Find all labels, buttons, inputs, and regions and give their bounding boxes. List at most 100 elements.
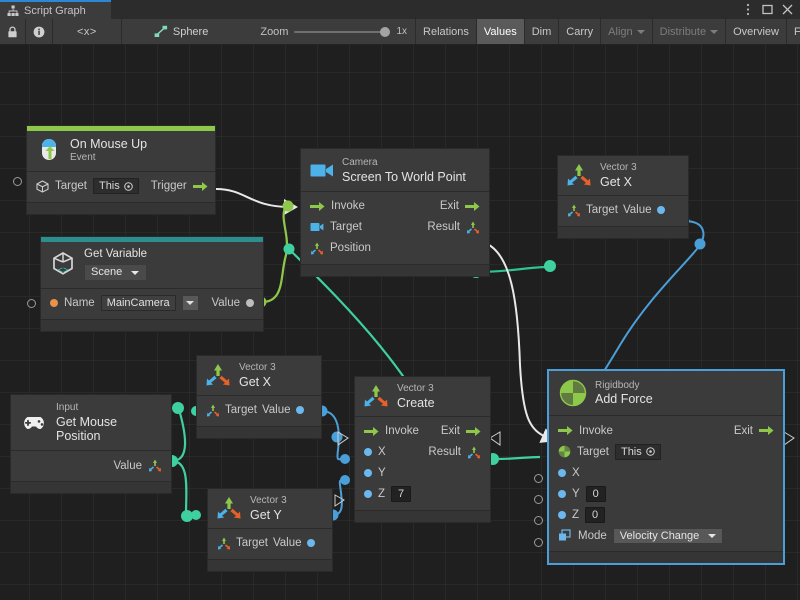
node-camera-screen-to-world-point[interactable]: Camera Screen To World Point Invoke Exit [300, 148, 490, 277]
x-label: X [378, 446, 386, 459]
tab-script-graph[interactable]: Script Graph [0, 0, 111, 19]
z-input-port[interactable] [364, 490, 372, 499]
value-output-port[interactable] [295, 406, 304, 415]
mode-dropdown[interactable]: Velocity Change [612, 527, 724, 544]
node-get-variable[interactable]: <> Get Variable Scene Name MainCamera [27, 236, 264, 332]
graph-object-chip[interactable]: Sphere [144, 25, 218, 38]
variable-name-field[interactable]: MainCamera [100, 295, 176, 312]
rigidbody-z-external-port[interactable] [534, 516, 543, 525]
port-row-x[interactable]: X Result [355, 442, 490, 463]
node-footer [549, 551, 783, 563]
port-row-x[interactable]: X [549, 462, 783, 483]
port-row-invoke[interactable]: Invoke Exit [549, 420, 783, 441]
node-header: Input Get Mouse Position [11, 395, 171, 452]
node-title-block: Vector 3 Create [397, 383, 435, 410]
value-output-port[interactable] [656, 206, 665, 215]
y-label: Y [572, 487, 580, 500]
tab-menu-icon[interactable] [740, 0, 756, 19]
x-input-port[interactable] [558, 468, 566, 477]
carry-button[interactable]: Carry [559, 19, 602, 44]
value-output-port[interactable] [246, 299, 254, 308]
node-body: Invoke Exit Target [549, 416, 783, 551]
dim-button[interactable]: Dim [525, 19, 560, 44]
node-vector3-get-x-mid[interactable]: Vector 3 Get X Target Value [196, 355, 322, 439]
maximize-icon[interactable] [759, 0, 775, 19]
x-input-port[interactable] [364, 448, 372, 457]
rigidbody-icon [559, 379, 587, 407]
node-header: Camera Screen To World Point [301, 149, 489, 192]
port-row-z[interactable]: Z 0 [549, 504, 783, 525]
port-row-y[interactable]: Y 0 [549, 483, 783, 504]
name-external-port[interactable] [27, 299, 36, 308]
port-row-invoke[interactable]: Invoke Exit [301, 196, 489, 217]
y-input-port[interactable] [558, 489, 566, 498]
target-input-port[interactable] [13, 177, 22, 186]
zoom-slider-knob[interactable] [380, 26, 391, 37]
align-button[interactable]: Align [601, 19, 653, 44]
port-row-z[interactable]: Z 7 [355, 484, 490, 505]
z-input-port[interactable] [558, 510, 566, 519]
control-flow-arrow-icon [759, 425, 774, 436]
port-row-invoke[interactable]: Invoke Exit [355, 421, 490, 442]
mouse-up-icon [36, 137, 62, 163]
port-row-target-value[interactable]: Target Value [197, 400, 321, 421]
overview-button[interactable]: Overview [726, 19, 787, 44]
control-flow-arrow-icon [310, 201, 325, 212]
port-row-value[interactable]: Value [11, 455, 171, 476]
close-icon[interactable] [779, 0, 795, 19]
graph-canvas[interactable]: On Mouse Up Event Target This [0, 45, 800, 600]
y-input-port[interactable] [364, 469, 372, 478]
value-label: Value [113, 459, 142, 472]
name-input-port[interactable] [50, 299, 58, 308]
zoom-control[interactable]: Zoom 1x [252, 26, 415, 38]
node-header: Vector 3 Create [355, 377, 490, 417]
value-output-port[interactable] [306, 539, 315, 548]
node-body: Target Value [208, 528, 332, 559]
node-vector3-get-y[interactable]: Vector 3 Get Y Target Value [207, 488, 333, 572]
node-title: Screen To World Point [342, 169, 466, 184]
vector3-icon [566, 163, 592, 187]
invoke-label: Invoke [579, 424, 613, 437]
distribute-label: Distribute [659, 25, 707, 38]
fullscreen-button[interactable]: Full Screen [793, 25, 800, 38]
rigidbody-mode-external-port[interactable] [534, 538, 543, 547]
z-value-field[interactable]: 0 [585, 506, 606, 523]
port-row-position[interactable]: Position [301, 238, 489, 259]
svg-text:<>: <> [58, 266, 69, 276]
node-subtitle: Input [56, 402, 79, 413]
code-view-button[interactable]: <x> [53, 19, 122, 44]
rigidbody-x-external-port[interactable] [534, 474, 543, 483]
port-row-target[interactable]: Target This [549, 441, 783, 462]
target-picker-icon[interactable] [123, 182, 133, 191]
lock-button[interactable] [0, 19, 26, 44]
node-vector3-get-x-top[interactable]: Vector 3 Get X Target Value [557, 155, 689, 239]
variable-name-dropdown-button[interactable] [181, 295, 199, 312]
port-row-y[interactable]: Y [355, 463, 490, 484]
values-button[interactable]: Values [476, 19, 525, 44]
distribute-button[interactable]: Distribute [653, 19, 727, 44]
z-value-field[interactable]: 7 [391, 486, 412, 503]
target-value-chip[interactable]: This [614, 443, 661, 460]
port-row-target[interactable]: Target Result [301, 217, 489, 238]
info-button[interactable] [26, 19, 53, 44]
variable-scope-dropdown[interactable]: Scene [84, 264, 148, 281]
node-footer [197, 425, 321, 438]
target-picker-icon[interactable] [645, 447, 655, 456]
y-value-field[interactable]: 0 [585, 485, 606, 502]
port-row-target-value[interactable]: Target Value [208, 533, 332, 554]
relations-button[interactable]: Relations [416, 19, 477, 44]
port-row-mode[interactable]: Mode Velocity Change [549, 525, 783, 546]
rigidbody-y-external-port[interactable] [534, 495, 543, 504]
port-row-target-value[interactable]: Target Value [558, 200, 688, 221]
node-title-block: On Mouse Up Event [70, 137, 147, 164]
unity-variable-icon: <> [50, 251, 76, 277]
zoom-slider[interactable] [294, 26, 391, 38]
node-rigidbody-add-force[interactable]: Rigidbody Add Force Invoke Exit [548, 370, 784, 564]
node-vector3-create[interactable]: Vector 3 Create Invoke Exit [354, 376, 491, 523]
port-row-name[interactable]: Name MainCamera Value [41, 293, 263, 314]
port-row-target[interactable]: Target This Trigger [27, 176, 215, 197]
node-input-get-mouse-position[interactable]: Input Get Mouse Position Value [10, 394, 172, 495]
node-on-mouse-up[interactable]: On Mouse Up Event Target This [13, 125, 216, 215]
target-value-chip[interactable]: This [92, 178, 139, 195]
